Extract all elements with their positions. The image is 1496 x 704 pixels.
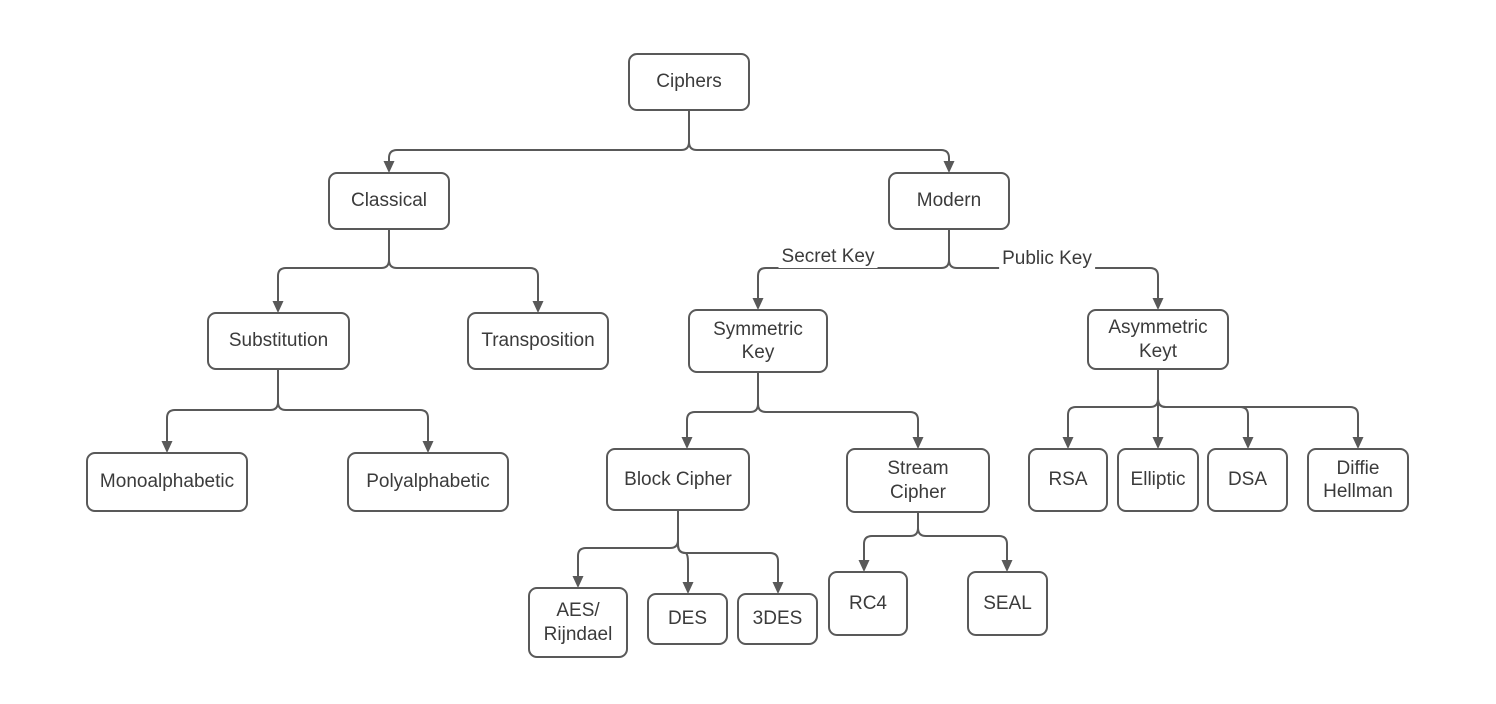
node-elliptic: Elliptic	[1117, 448, 1199, 512]
node-des: DES	[647, 593, 728, 645]
node-label-aes-rijndael: AES/ Rijndael	[543, 600, 613, 645]
edge-asymmetric-keyt-to-rsa	[1062, 370, 1159, 449]
node-asymmetric-keyt: Asymmetric Keyt	[1087, 309, 1229, 370]
node-label-polyalphabetic: Polyalphabetic	[366, 471, 490, 493]
edge-block-cipher-to-3des	[677, 511, 784, 594]
node-aes-rijndael: AES/ Rijndael	[528, 587, 628, 658]
edge-block-cipher-to-aes-rijndael	[572, 511, 679, 588]
node-label-monoalphabetic: Monoalphabetic	[99, 471, 235, 493]
node-label-rc4: RC4	[848, 592, 887, 614]
node-label-asymmetric-keyt: Asymmetric Keyt	[1108, 317, 1208, 362]
node-label-classical: Classical	[350, 190, 428, 212]
node-transposition: Transposition	[467, 312, 609, 370]
node-3des: 3DES	[737, 593, 818, 645]
node-seal: SEAL	[967, 571, 1048, 636]
node-label-modern: Modern	[916, 190, 982, 212]
node-label-symmetric-key: Symmetric Key	[713, 318, 803, 363]
edge-substitution-to-polyalphabetic	[277, 370, 434, 453]
node-label-diffie-hellman: Diffie Hellman	[1323, 457, 1393, 502]
node-stream-cipher: Stream Cipher	[846, 448, 990, 513]
node-rsa: RSA	[1028, 448, 1108, 512]
node-symmetric-key: Symmetric Key	[688, 309, 828, 373]
edge-asymmetric-keyt-to-diffie-hellman	[1157, 370, 1364, 449]
node-label-elliptic: Elliptic	[1130, 469, 1186, 491]
node-ciphers: Ciphers	[628, 53, 750, 111]
edge-label-public-key: Public Key	[999, 248, 1095, 270]
node-label-stream-cipher: Stream Cipher	[887, 458, 949, 503]
edge-label-secret-key: Secret Key	[778, 246, 878, 268]
edge-classical-to-transposition	[388, 230, 544, 313]
node-rc4: RC4	[828, 571, 908, 636]
node-monoalphabetic: Monoalphabetic	[86, 452, 248, 512]
node-label-rsa: RSA	[1048, 469, 1088, 491]
node-substitution: Substitution	[207, 312, 350, 370]
edge-ciphers-to-modern	[688, 111, 955, 173]
node-label-3des: 3DES	[752, 608, 803, 630]
edge-substitution-to-monoalphabetic	[161, 370, 279, 453]
edge-asymmetric-keyt-to-dsa	[1157, 370, 1254, 449]
edge-symmetric-key-to-block-cipher	[681, 373, 759, 449]
node-modern: Modern	[888, 172, 1010, 230]
node-diffie-hellman: Diffie Hellman	[1307, 448, 1409, 512]
node-label-dsa: DSA	[1227, 469, 1268, 491]
node-block-cipher: Block Cipher	[606, 448, 750, 511]
node-label-seal: SEAL	[983, 592, 1032, 614]
node-dsa: DSA	[1207, 448, 1288, 512]
node-label-des: DES	[667, 608, 708, 630]
edge-block-cipher-to-des	[677, 511, 694, 594]
edge-symmetric-key-to-stream-cipher	[757, 373, 924, 449]
node-polyalphabetic: Polyalphabetic	[347, 452, 509, 512]
edge-classical-to-substitution	[272, 230, 390, 313]
node-label-substitution: Substitution	[228, 330, 329, 352]
edge-stream-cipher-to-rc4	[858, 513, 919, 572]
node-label-block-cipher: Block Cipher	[624, 468, 732, 490]
node-label-transposition: Transposition	[481, 330, 595, 352]
edge-ciphers-to-classical	[383, 111, 690, 173]
node-label-ciphers: Ciphers	[656, 71, 722, 93]
node-classical: Classical	[328, 172, 450, 230]
edge-stream-cipher-to-seal	[917, 513, 1013, 572]
